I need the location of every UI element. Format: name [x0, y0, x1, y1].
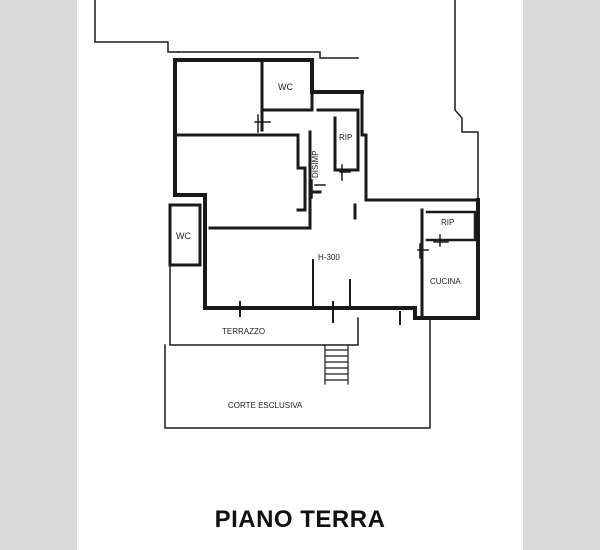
label-corte: CORTE ESCLUSIVA [228, 401, 303, 410]
label-terrazzo: TERRAZZO [222, 327, 265, 336]
neighbor-boundary-left [94, 0, 179, 53]
neighbor-boundary-right [454, 0, 479, 201]
outer-wall-north [173, 58, 364, 94]
outer-wall-east-upper [360, 90, 480, 202]
bedroom-divider [176, 133, 307, 170]
terrace-outline [169, 264, 359, 346]
street-boundary [177, 51, 359, 59]
bedroom2-bottom [208, 193, 312, 230]
outer-wall-west [173, 58, 207, 310]
outer-wall-east [423, 198, 480, 320]
corridor-wall [308, 130, 322, 194]
bedroom2-wall [296, 166, 307, 212]
plan-sheet [77, 0, 523, 550]
wc-left-box [168, 203, 202, 267]
label-cucina: CUCINA [430, 277, 461, 286]
door-disimp [311, 179, 326, 199]
label-living-height: H-300 [318, 253, 340, 262]
door-kitchen [417, 243, 429, 259]
label-rip-right: RIP [441, 218, 454, 227]
door-wc-top [254, 114, 271, 133]
stairs [324, 344, 349, 385]
door-rip [339, 164, 351, 181]
label-rip-top: RIP [339, 133, 352, 142]
plan-title: PIANO TERRA [214, 506, 386, 533]
wc-top-walls [260, 60, 314, 112]
yard-boundary-left [164, 317, 431, 429]
label-wc-left: WC [176, 231, 191, 241]
rip-top-walls [316, 108, 360, 172]
label-disimp: DISIMP [311, 150, 320, 178]
door-rip-right [433, 234, 449, 247]
rip-right-walls [425, 210, 477, 242]
label-wc-top: WC [278, 82, 293, 92]
outer-wall-south [203, 306, 427, 320]
